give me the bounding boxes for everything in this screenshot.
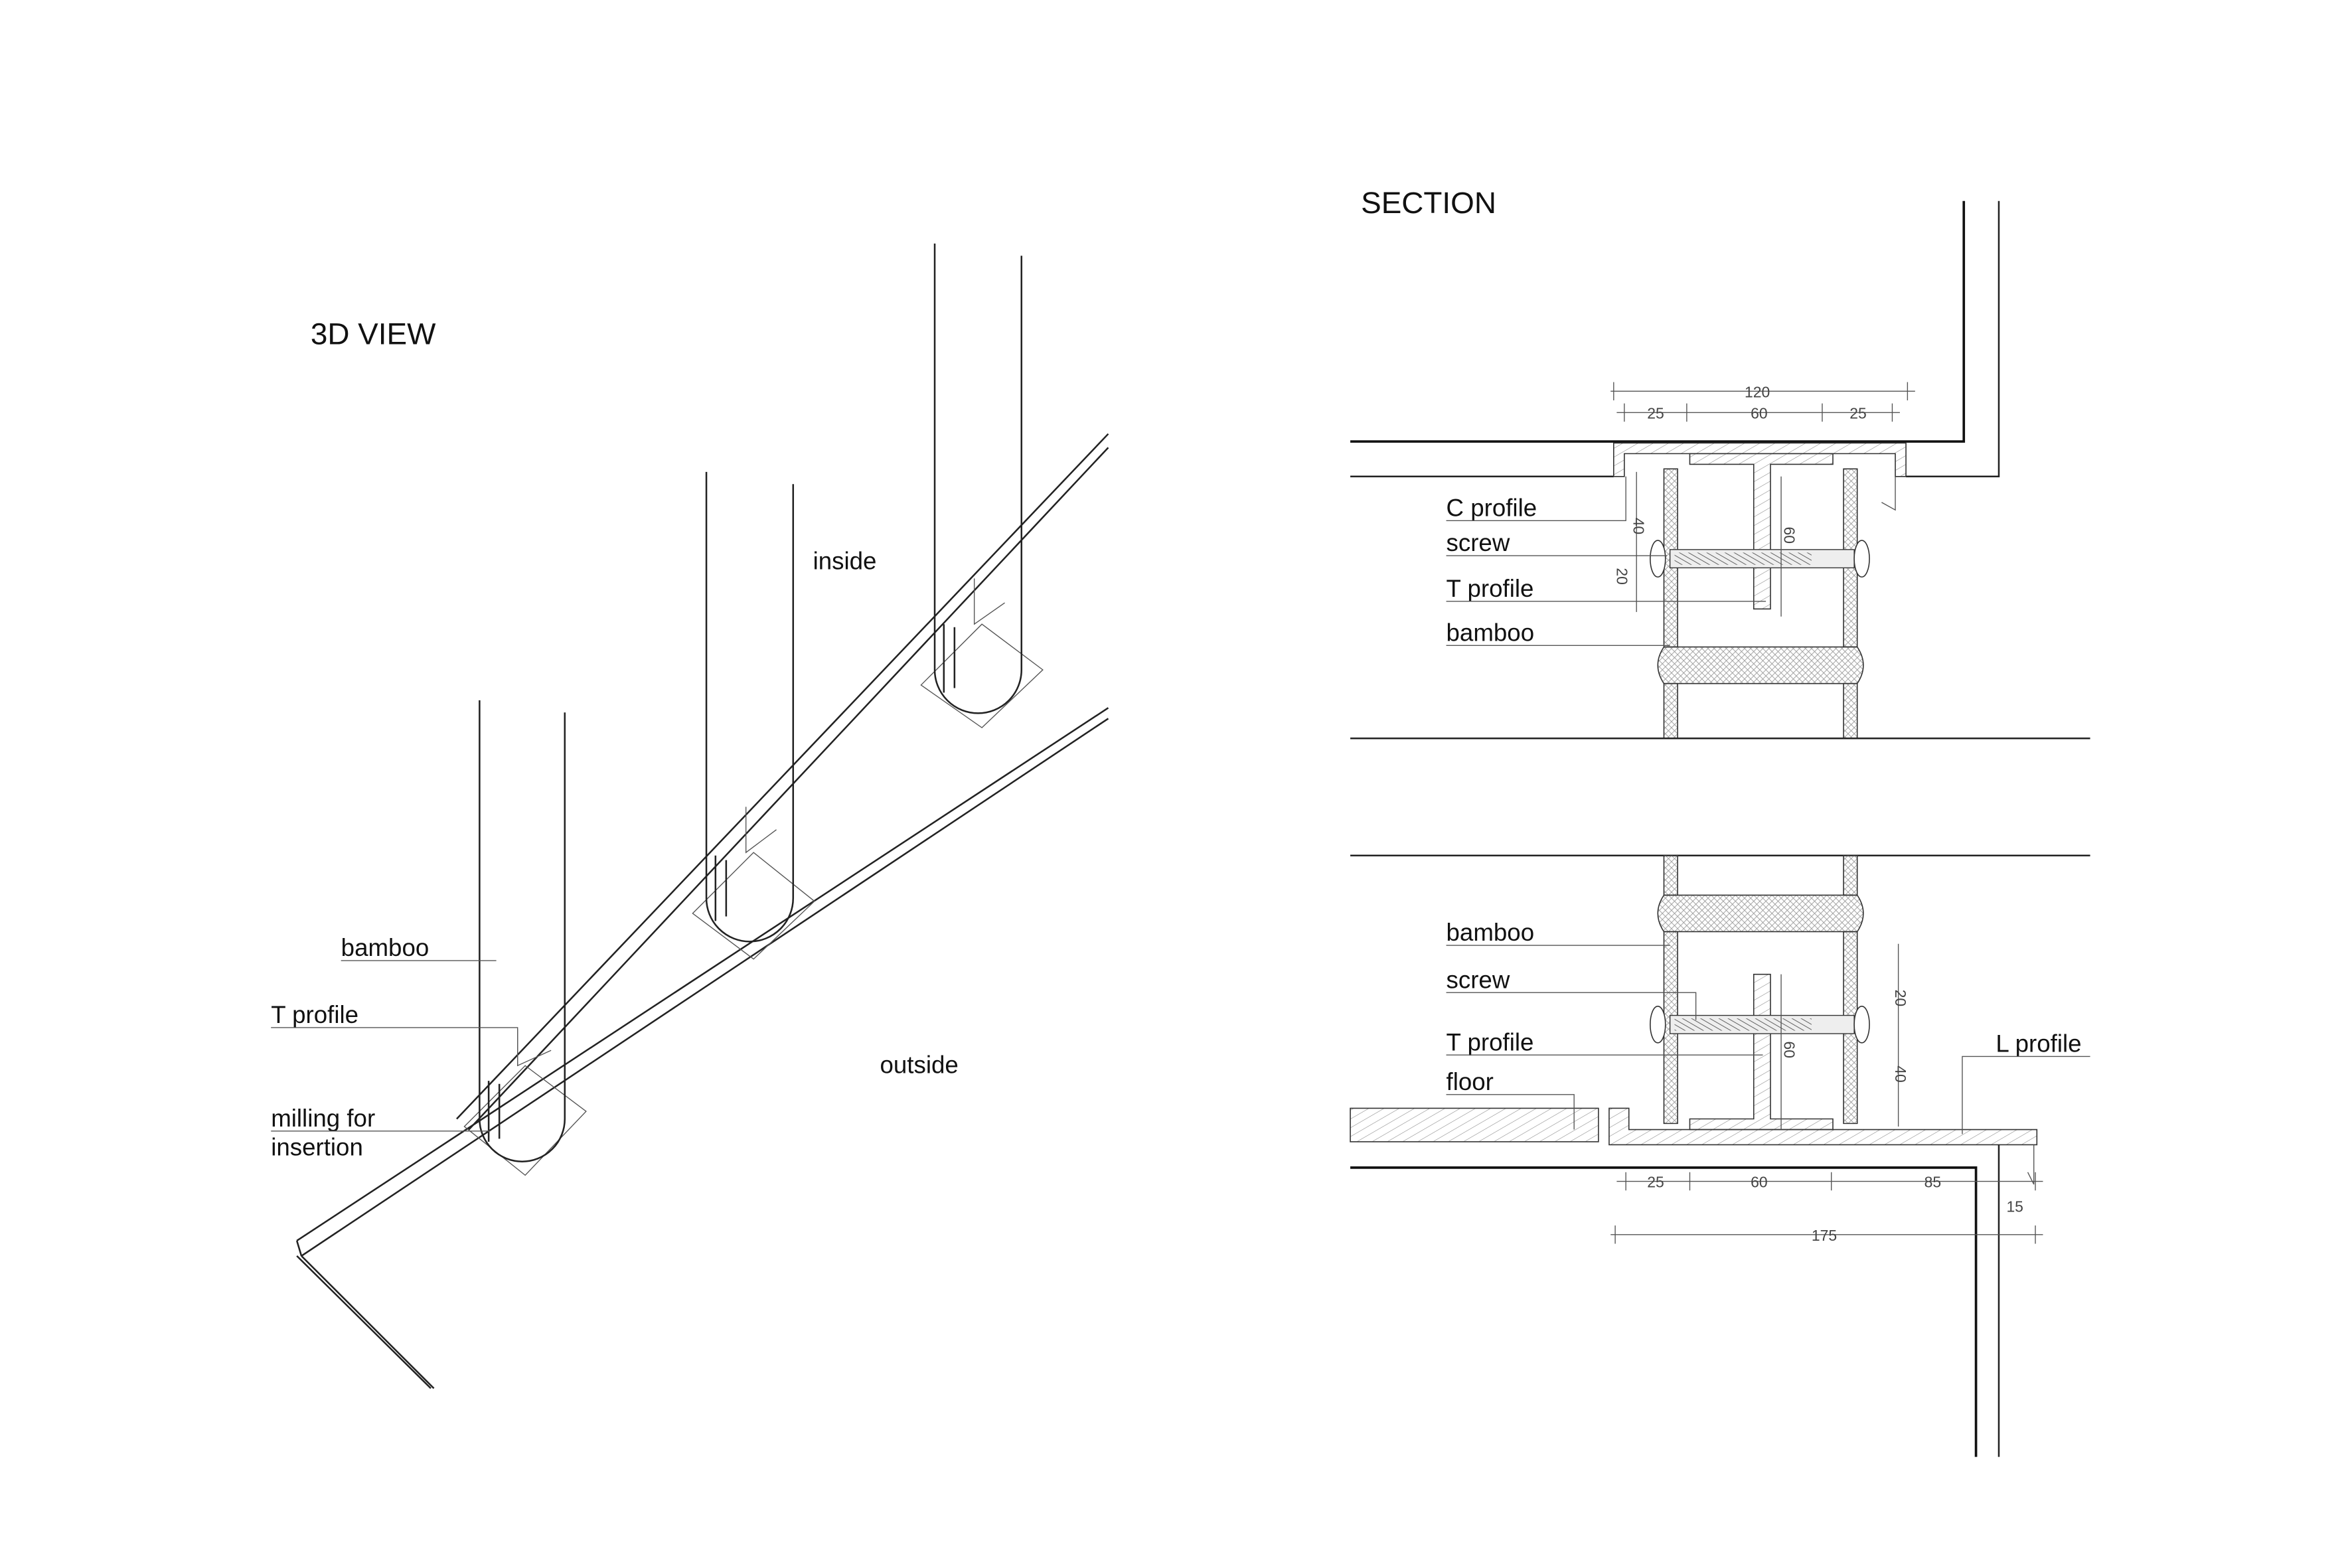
t-profile-label-top: T profile [1447,575,1534,602]
dim-25-right: 25 [1849,405,1867,422]
inner-rail [456,433,1109,1131]
bamboo-pole-3 [920,243,1044,729]
l-profile-plate [295,707,1109,1389]
dim-40-v: 40 [1630,518,1648,535]
bamboo-pole-1 [463,700,587,1176]
section-view: SECTION [1350,185,2090,1457]
top-dimensions [1610,382,1915,617]
t-profile-top [1689,453,1834,610]
dim-60-bottom: 60 [1751,1174,1768,1191]
bamboo-label-bottom: bamboo [1447,919,1535,946]
bamboo-top [1657,468,1864,740]
dim-20-v-bottom: 20 [1892,990,1909,1007]
outside-label: outside [880,1052,958,1079]
section-title: SECTION [1361,185,1496,220]
c-profile [1612,442,1907,477]
screw-label-top: screw [1447,529,1510,556]
dim-40-v-bottom: 40 [1892,1065,1909,1083]
t-profile-label: T profile [271,1001,358,1028]
dim-175-bottom: 175 [1812,1227,1837,1244]
c-profile-label: C profile [1447,494,1537,521]
dim-120: 120 [1745,384,1770,401]
dim-15-bottom: 15 [2006,1198,2023,1215]
dim-60: 60 [1751,405,1768,422]
dim-85-bottom: 85 [1924,1174,1942,1191]
floor [1350,1107,1599,1142]
dim-20-v: 20 [1613,568,1630,585]
dim-25-bottom: 25 [1647,1174,1664,1191]
lower-wall [1350,1166,1978,1457]
3d-view-title: 3D VIEW [311,316,436,351]
dim-60-v: 60 [1781,526,1798,544]
bamboo-bottom [1657,854,1864,1125]
dim-25-left: 25 [1647,405,1664,422]
milling-label-line1: milling for [271,1105,375,1132]
bottom-dimensions [1610,943,2043,1244]
inside-label: inside [813,548,877,575]
t-profile-bottom [1689,973,1834,1131]
bamboo-pole-2 [692,471,815,960]
milling-label-line2: insertion [271,1134,363,1161]
bamboo-label-top: bamboo [1447,619,1535,646]
ceiling-structure [1350,200,2000,478]
screw-label-bottom: screw [1447,966,1510,993]
bamboo-label: bamboo [341,934,430,961]
t-profile-label-bottom: T profile [1447,1028,1534,1056]
l-profile [1608,1107,2038,1146]
3d-view: 3D VIEW [271,243,1109,1389]
screw-bottom [1650,1006,1870,1044]
l-profile-label: L profile [1996,1030,2081,1058]
floor-label: floor [1447,1068,1494,1095]
dim-60-v-bottom: 60 [1781,1042,1798,1058]
t-profile-leader [271,1027,518,1066]
screw-top [1650,540,1870,578]
